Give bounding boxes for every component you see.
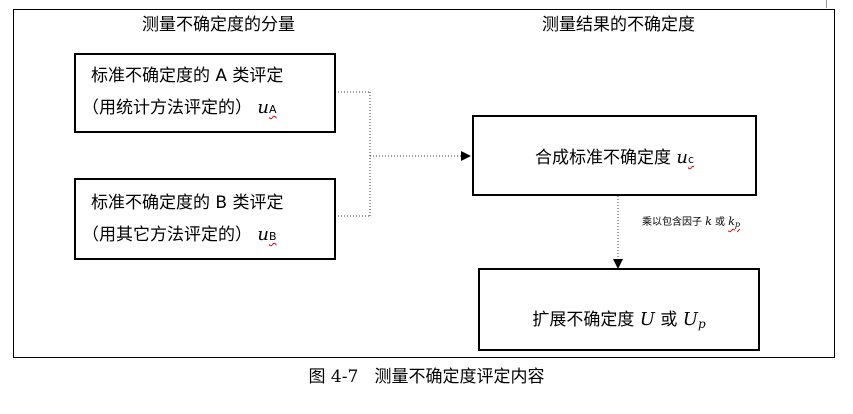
symbol-U: U: [639, 309, 655, 330]
symbol-kp-letter: k: [728, 215, 735, 228]
box-combined-standard-uncertainty: 合成标准不确定度 uc: [472, 115, 757, 196]
subscript-c: c: [687, 153, 695, 166]
subscript-p: p: [697, 317, 706, 331]
heading-result-uncertainty: 测量结果的不确定度: [542, 15, 695, 35]
type-a-method: （用统计方法评定的）: [82, 98, 252, 118]
expanded-label-line: 扩展不确定度 U 或 Up: [480, 310, 758, 334]
symbol-u-c: uc: [676, 147, 694, 168]
box-type-b-evaluation: 标准不确定度的 B 类评定 （用其它方法评定的） uB: [74, 178, 336, 260]
symbol-u-a: uA: [257, 97, 276, 118]
subscript-a: A: [269, 103, 277, 116]
coverage-factor-text: 乘以包含因子: [642, 217, 706, 228]
symbol-Up: Up: [682, 309, 706, 332]
symbol-Up-letter: U: [682, 309, 698, 330]
symbol-u-b-letter: u: [257, 224, 269, 245]
box-expanded-uncertainty: 扩展不确定度 U 或 Up: [478, 268, 760, 351]
type-a-method-line: （用统计方法评定的） uA: [82, 98, 277, 120]
combined-label-line: 合成标准不确定度 uc: [474, 148, 755, 170]
type-b-title: 标准不确定度的 B 类评定: [91, 193, 284, 213]
symbol-kp-subscript: p: [734, 220, 741, 229]
heading-components: 测量不确定度的分量: [142, 15, 295, 35]
coverage-factor-or: 或: [711, 217, 729, 228]
figure-caption: 图 4-7 测量不确定度评定内容: [308, 367, 545, 387]
type-b-method-line: （用其它方法评定的） uB: [82, 225, 277, 247]
symbol-u-b: uB: [257, 224, 276, 245]
page-corner-mark: [826, 0, 827, 8]
type-b-method: （用其它方法评定的）: [82, 225, 252, 245]
expanded-or: 或: [654, 310, 683, 330]
type-a-title: 标准不确定度的 A 类评定: [91, 66, 284, 86]
expanded-label: 扩展不确定度: [532, 310, 640, 330]
combined-label: 合成标准不确定度: [534, 148, 677, 168]
symbol-kp: kp: [728, 215, 741, 229]
coverage-factor-label: 乘以包含因子 k 或 kp: [642, 215, 740, 232]
symbol-u-a-letter: u: [257, 97, 269, 118]
symbol-u-c-letter: u: [676, 147, 688, 168]
box-type-a-evaluation: 标准不确定度的 A 类评定 （用统计方法评定的） uA: [74, 53, 336, 133]
figure-frame: [13, 9, 835, 358]
symbol-k: k: [705, 215, 712, 228]
subscript-b: B: [269, 230, 277, 243]
